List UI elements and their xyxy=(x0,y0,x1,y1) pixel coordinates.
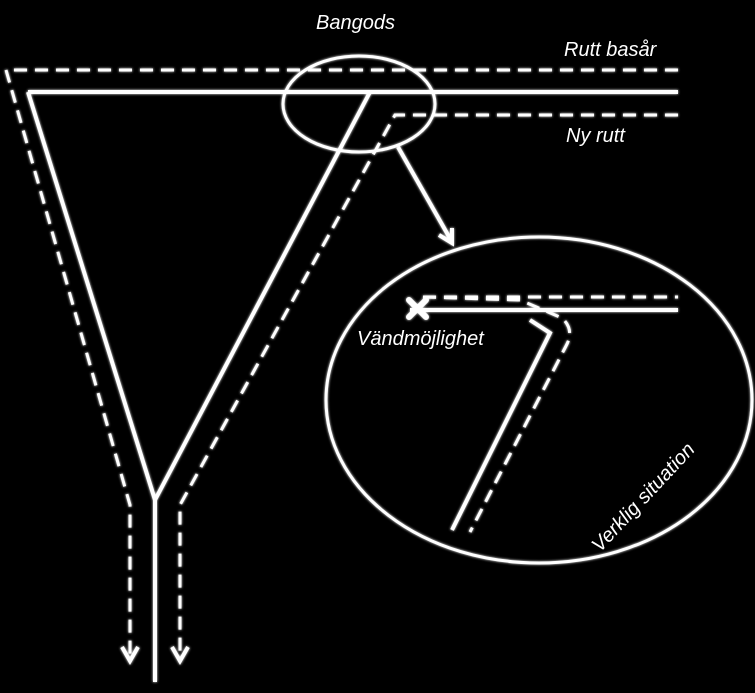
label-rutt-basar: Rutt basår xyxy=(564,39,658,61)
detail-route xyxy=(422,295,678,533)
route-new-arrowhead xyxy=(170,646,190,666)
route-new xyxy=(178,113,678,660)
zoom-arrowhead xyxy=(437,228,454,247)
label-verklig-situation: Verklig situation xyxy=(588,439,700,557)
label-bangods: Bangods xyxy=(316,12,395,34)
main-track xyxy=(26,90,678,682)
station-circle xyxy=(281,54,437,154)
route-base-year-arrowhead xyxy=(120,646,140,666)
route-base-year xyxy=(4,68,678,660)
detail-track xyxy=(410,308,678,531)
label-ny-rutt: Ny rutt xyxy=(566,125,626,147)
zoom-arrow xyxy=(396,146,454,243)
label-vandmojlighet: Vändmöjlighet xyxy=(357,328,485,350)
turning-marker-icon xyxy=(406,297,429,320)
detail-circle xyxy=(324,235,754,565)
